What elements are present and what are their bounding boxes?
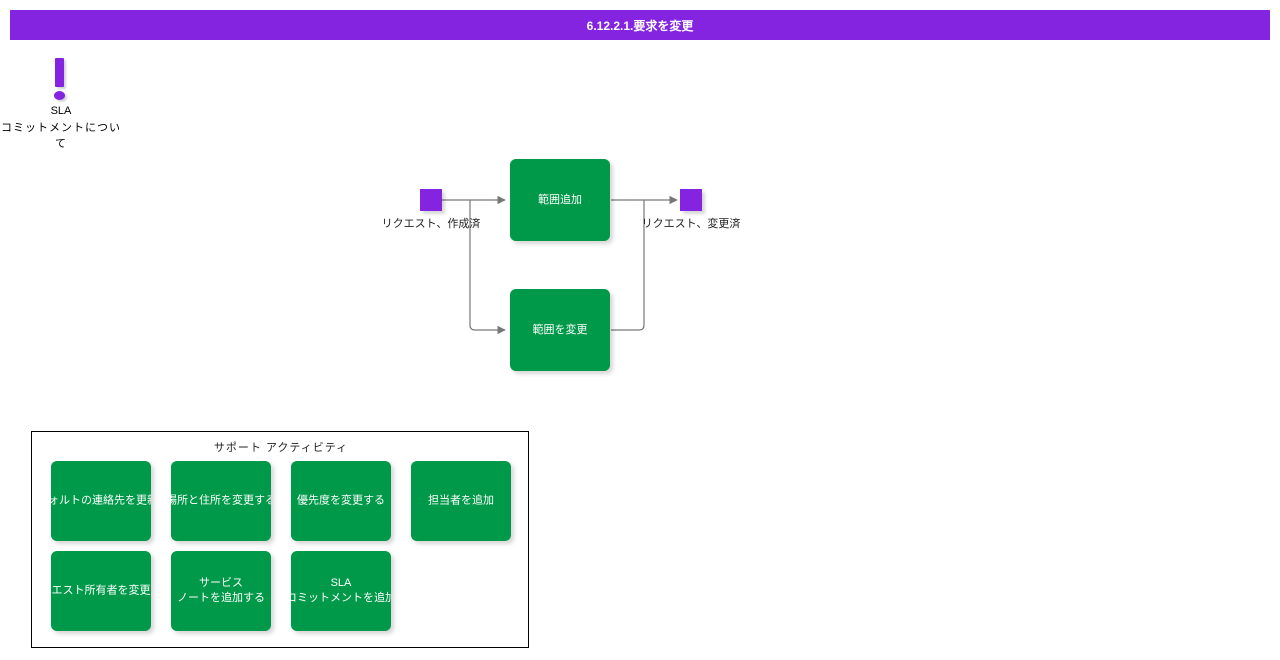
support-activity-change-priority[interactable]: 優先度を変更する: [291, 461, 391, 541]
support-activity-label: 優先度を変更する: [297, 494, 385, 507]
support-activity-change-place-address[interactable]: 場所と住所を変更する: [171, 461, 271, 541]
activity-change-scope-label: 範囲を変更: [532, 324, 588, 336]
sla-annotation-line1: SLA: [50, 105, 72, 117]
support-activities-title: サポート アクティビティ: [213, 442, 349, 454]
support-activity-add-assignee[interactable]: 担当者を追加: [411, 461, 511, 541]
end-terminator[interactable]: [680, 189, 702, 211]
start-terminator-label: リクエスト、作成済: [381, 218, 481, 230]
flow-connectors: [442, 195, 678, 335]
main-flow: リクエスト、作成済 範囲追加 範囲を変更 リクエスト、変更済: [381, 159, 741, 371]
support-activity-add-service-note[interactable]: サービスノートを追加する: [171, 551, 271, 631]
support-activity-label: サービスノートを追加する: [177, 577, 265, 604]
support-activity-label: 担当者を追加: [428, 494, 494, 507]
sla-annotation: SLA コミットメントについて: [0, 55, 122, 150]
support-activity-update-default-contact[interactable]: デフォルトの連絡先を更新する: [51, 461, 151, 541]
page-header-bar: 6.12.2.1.要求を変更: [10, 10, 1270, 40]
start-terminator[interactable]: [420, 189, 442, 211]
activity-add-scope[interactable]: 範囲追加: [510, 159, 610, 241]
support-activity-label: 場所と住所を変更する: [171, 494, 271, 507]
support-activity-label: デフォルトの連絡先を更新する: [51, 494, 151, 507]
activity-add-scope-label: 範囲追加: [538, 194, 582, 206]
support-activities-panel: サポート アクティビティ デフォルトの連絡先を更新する 場所と住所を変更する 優…: [31, 431, 529, 648]
sla-annotation-line2: コミットメントについて: [1, 122, 121, 150]
support-activity-label: リクエスト所有者を変更する: [51, 584, 151, 597]
exclamation-icon: [0, 55, 122, 105]
activity-change-scope[interactable]: 範囲を変更: [510, 289, 610, 371]
page-title: 6.12.2.1.要求を変更: [586, 18, 694, 33]
exclamation-bar: [55, 58, 64, 87]
end-terminator-label: リクエスト、変更済: [641, 218, 741, 230]
exclamation-dot: [54, 91, 65, 100]
support-activity-change-request-owner[interactable]: リクエスト所有者を変更する: [51, 551, 151, 631]
